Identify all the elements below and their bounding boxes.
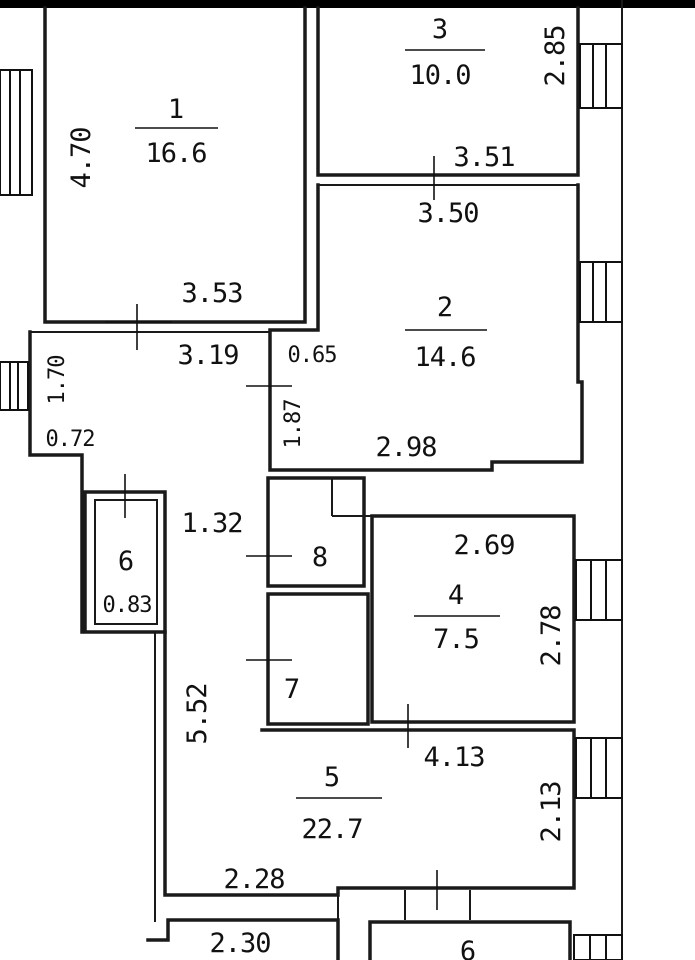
window-lower (573, 934, 623, 960)
top-border-band (0, 0, 695, 8)
room-3-walls (316, 6, 580, 177)
dim-r5-bottom: 2.28 (223, 864, 284, 895)
room-1-number: 1 (168, 94, 184, 125)
room-3-number: 3 (432, 14, 448, 45)
room-4-number: 4 (448, 580, 464, 611)
room-4-area: 7.5 (433, 624, 479, 655)
dim-r5-width: 4.13 (423, 742, 484, 773)
dim-r2-depth: 1.87 (281, 400, 306, 449)
dim-r4-width: 2.69 (453, 530, 514, 561)
room-8-number: 8 (312, 542, 328, 573)
dim-r3-width: 3.51 (453, 142, 514, 173)
room-7-walls (266, 592, 370, 726)
room-2-walls (268, 183, 584, 472)
room-2-number: 2 (437, 292, 453, 323)
window-room-3 (579, 43, 623, 109)
dim-r4-height: 2.78 (536, 605, 567, 666)
dim-lower-width: 2.30 (209, 928, 270, 959)
room-6-inner (94, 499, 158, 625)
dim-hall-height: 1.70 (45, 356, 70, 405)
room-1-walls (43, 6, 307, 324)
room-3-area: 10.0 (409, 60, 470, 91)
dim-r5-height: 2.13 (536, 781, 567, 842)
room-5-area: 22.7 (301, 814, 362, 845)
window-room-4 (575, 559, 623, 621)
window-room-5 (575, 737, 623, 799)
dim-r2-offset: 0.65 (288, 343, 337, 368)
window-hall (0, 361, 29, 411)
dim-r1-height: 4.70 (66, 127, 97, 188)
room-2-area: 14.6 (414, 342, 475, 373)
dim-corridor-width: 1.32 (181, 508, 242, 539)
lower-walls (146, 918, 340, 960)
hall-walls (28, 330, 84, 634)
room-5-number: 5 (324, 762, 340, 793)
dim-r1-width: 3.53 (181, 278, 242, 309)
room-6-area: 0.83 (103, 593, 152, 618)
room-8-walls (266, 476, 366, 588)
window-room-2 (579, 261, 623, 323)
dim-r2-width-top: 3.50 (417, 198, 478, 229)
dim-r2-width-bottom: 2.98 (375, 432, 436, 463)
room-1-area: 16.6 (145, 138, 206, 169)
room-6-number: 6 (118, 546, 134, 577)
dim-hall-width: 3.19 (177, 340, 238, 371)
dim-r3-height: 2.85 (540, 25, 571, 86)
room-4-walls (370, 514, 576, 724)
room-7-number: 7 (284, 674, 300, 705)
window-room-1 (0, 69, 33, 196)
dim-r5-length: 5.52 (182, 683, 213, 744)
lower-walls-2 (368, 920, 572, 960)
lower-room-partial-label: 6 (460, 936, 476, 960)
dim-hall-step: 0.72 (46, 427, 95, 452)
